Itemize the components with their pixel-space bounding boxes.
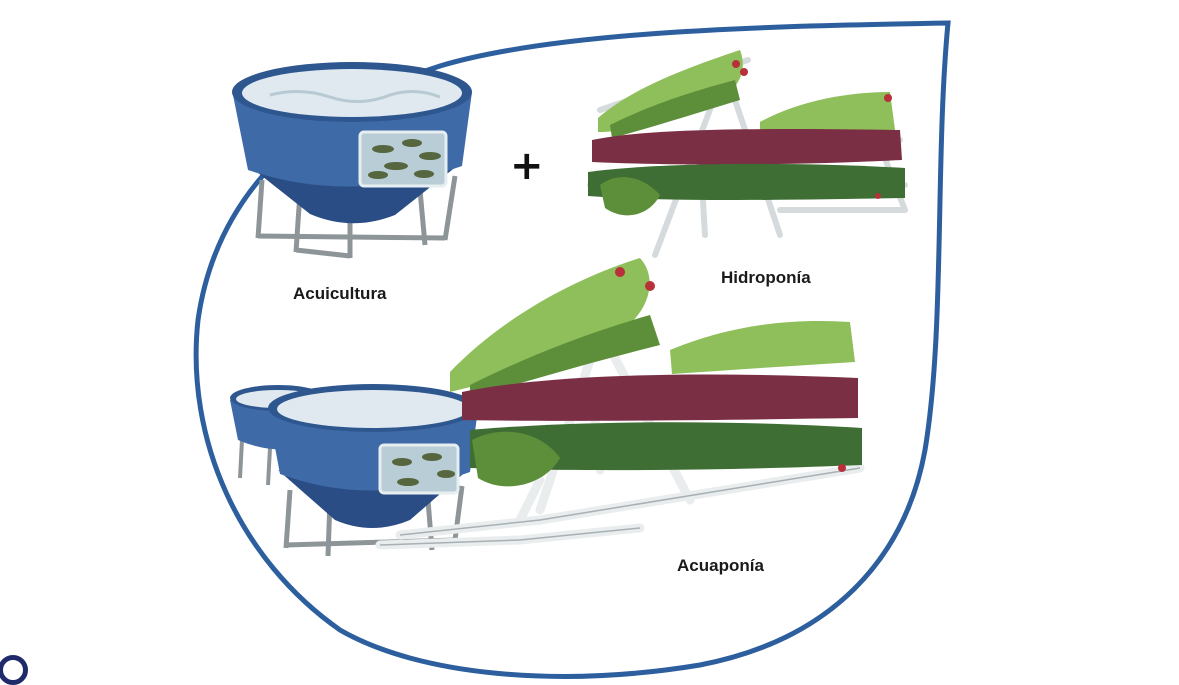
label-aquaponics: Acuaponía bbox=[677, 556, 764, 575]
label-hydroponics: Hidroponía bbox=[721, 268, 811, 287]
fish-tank-icon bbox=[232, 62, 472, 259]
aquaponic-system-icon bbox=[230, 258, 865, 557]
hydroponic-rack-icon bbox=[587, 50, 908, 258]
label-aquaculture: Acuicultura bbox=[293, 284, 387, 303]
plus-icon: + bbox=[510, 143, 544, 189]
drop-outline bbox=[193, 20, 951, 679]
